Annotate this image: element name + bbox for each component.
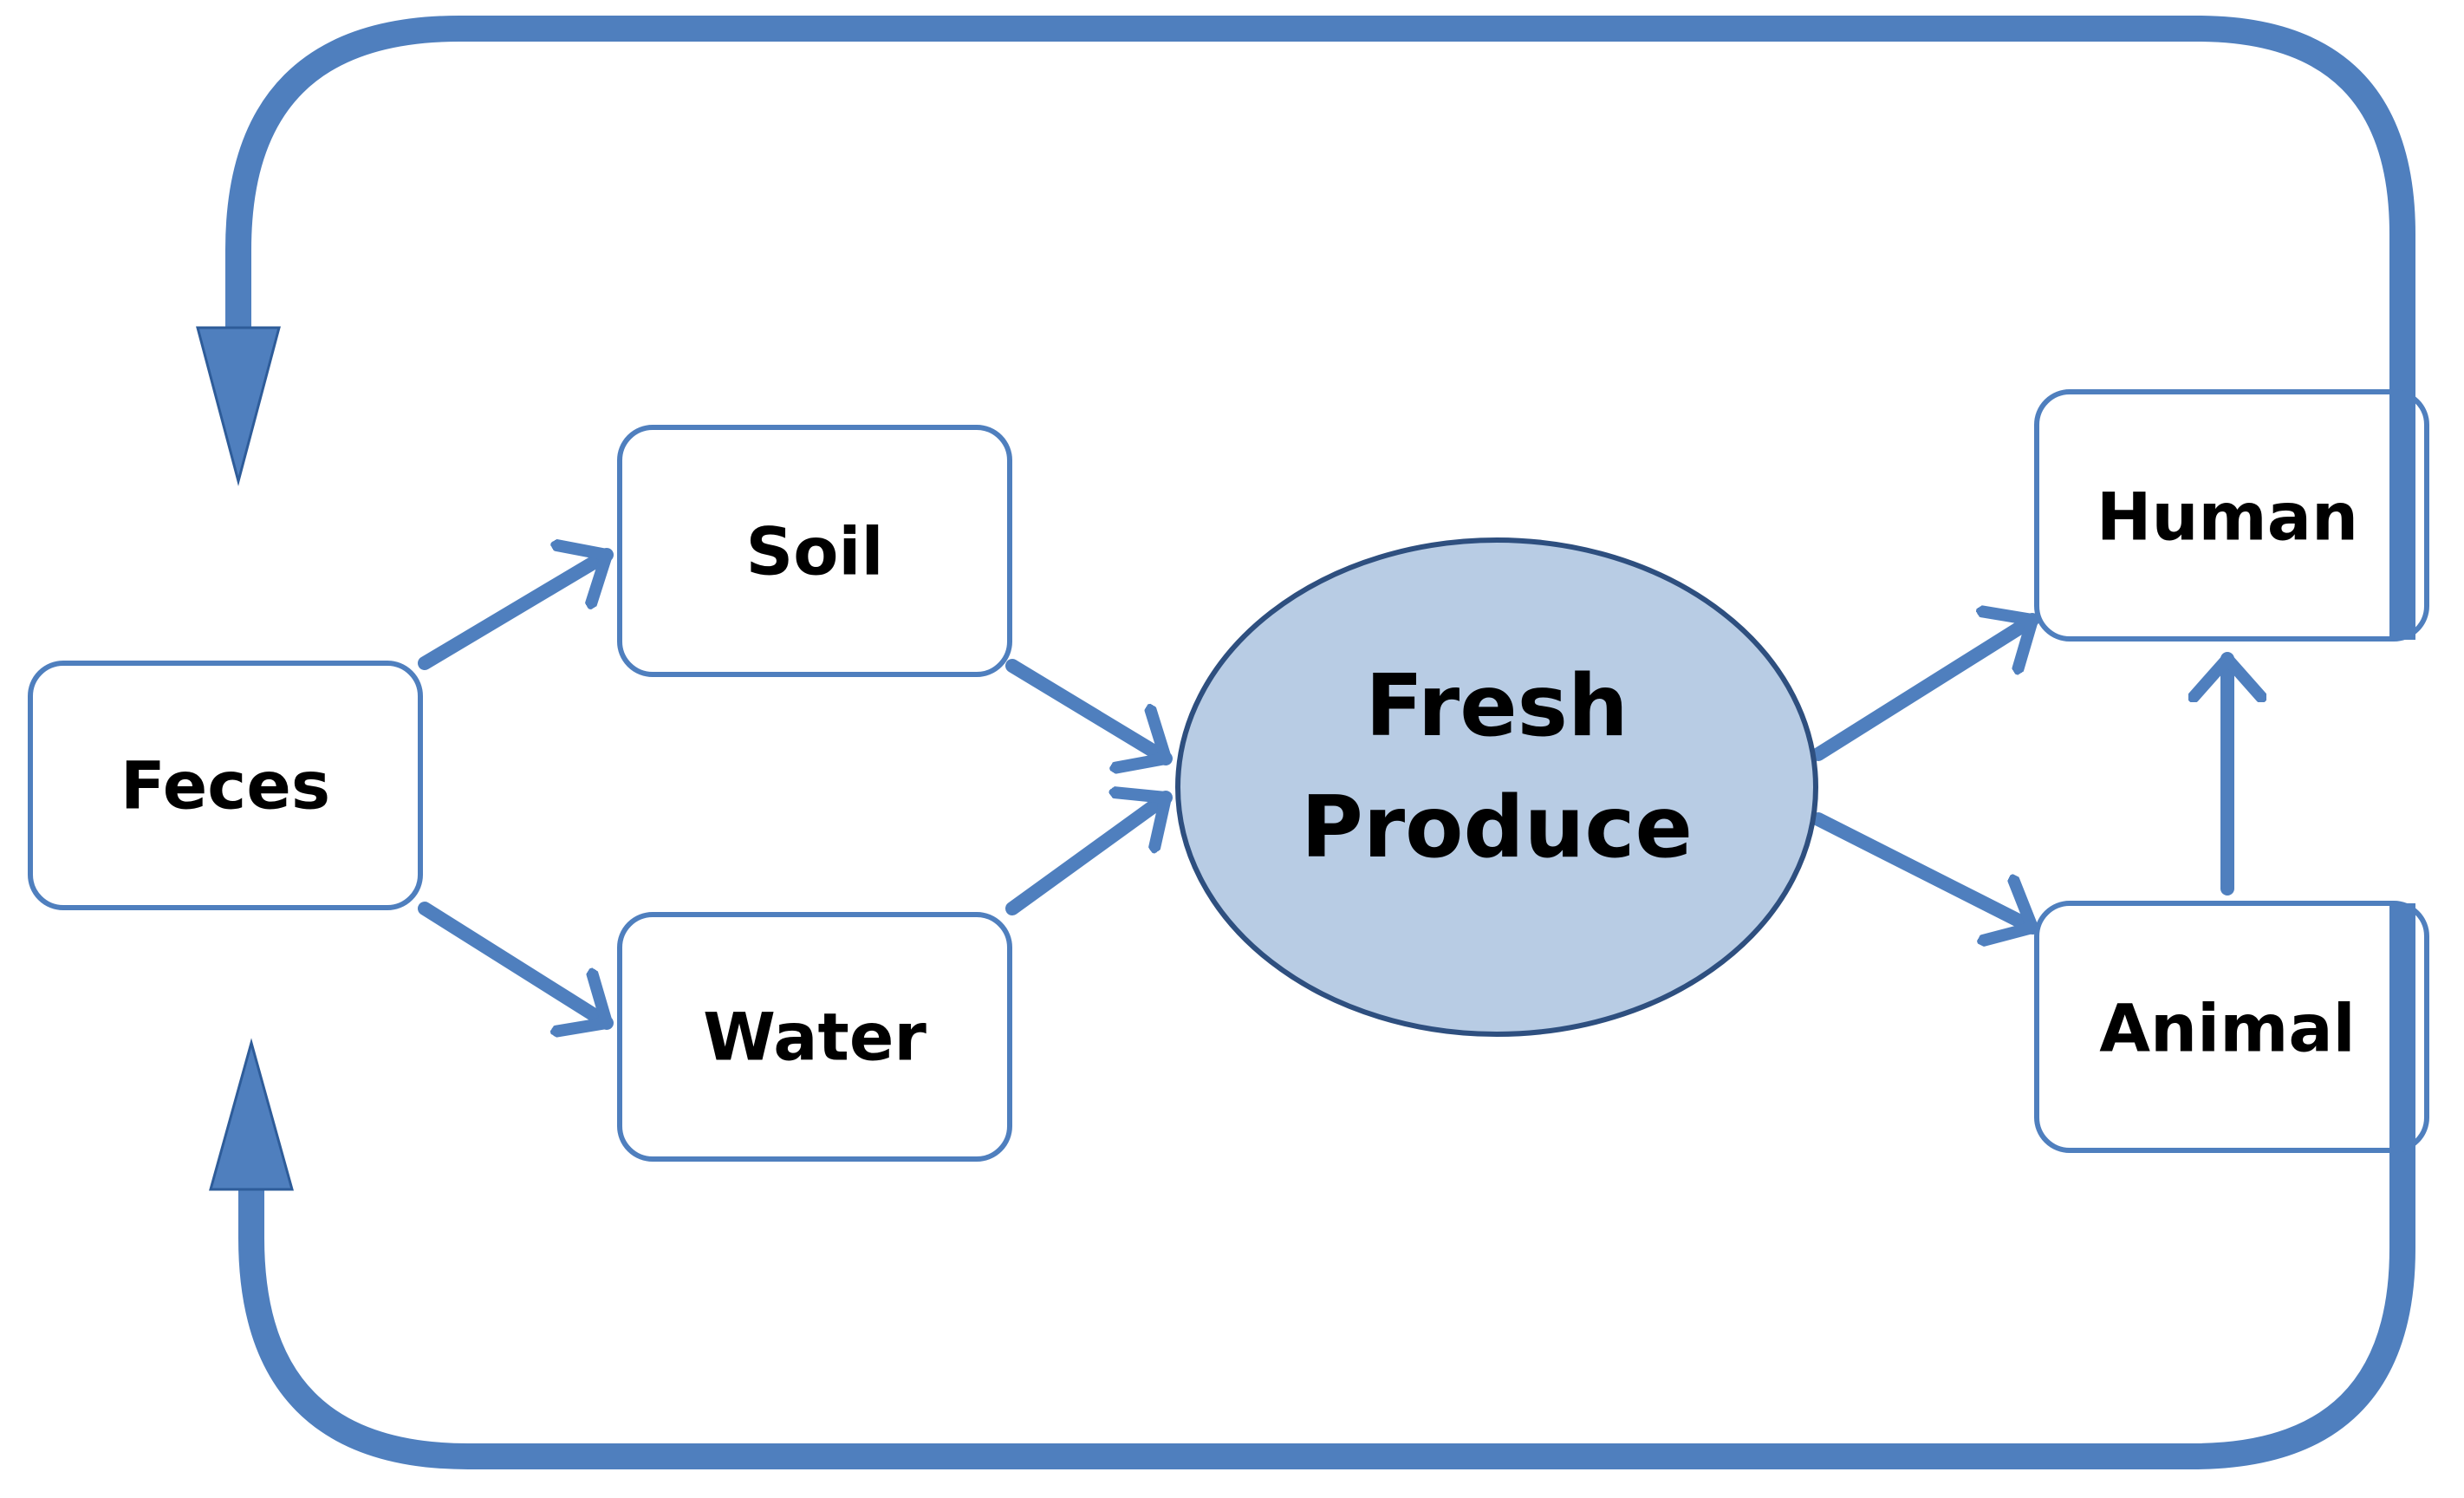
node-animal: Animal	[2034, 901, 2429, 1153]
node-fresh-produce-label-line1: Fresh	[1365, 657, 1629, 756]
feces-to-water-arrow	[418, 902, 614, 1023]
node-water: Water	[617, 912, 1012, 1162]
soil-to-produce-arrow	[1005, 659, 1173, 759]
human-to-feces-loop-arrow	[225, 16, 2415, 640]
animal-loop-connector	[2389, 903, 2415, 1150]
node-animal-label: Animal	[2099, 990, 2356, 1067]
node-human: Human	[2034, 389, 2429, 642]
animal-to-feces-loop-arrow	[238, 903, 2415, 1469]
animal-to-feces-arrowhead	[209, 1038, 294, 1191]
node-fresh-produce-label-line2: Produce	[1301, 778, 1693, 877]
node-human-label: Human	[2097, 479, 2358, 556]
feces-to-soil-arrow	[418, 555, 614, 670]
human-to-feces-arrowhead	[196, 326, 281, 486]
node-feces: Feces	[28, 661, 423, 910]
produce-to-animal-arrow	[1811, 812, 2039, 928]
node-soil: Soil	[617, 425, 1012, 677]
node-fresh-produce: Fresh Produce	[1175, 537, 1818, 1037]
water-to-produce-arrow	[1005, 798, 1173, 915]
node-water-label: Water	[703, 999, 926, 1076]
node-soil-label: Soil	[745, 513, 883, 590]
human-loop-connector	[2389, 392, 2415, 639]
node-feces-label: Feces	[120, 747, 330, 824]
produce-to-human-arrow	[1811, 620, 2039, 761]
